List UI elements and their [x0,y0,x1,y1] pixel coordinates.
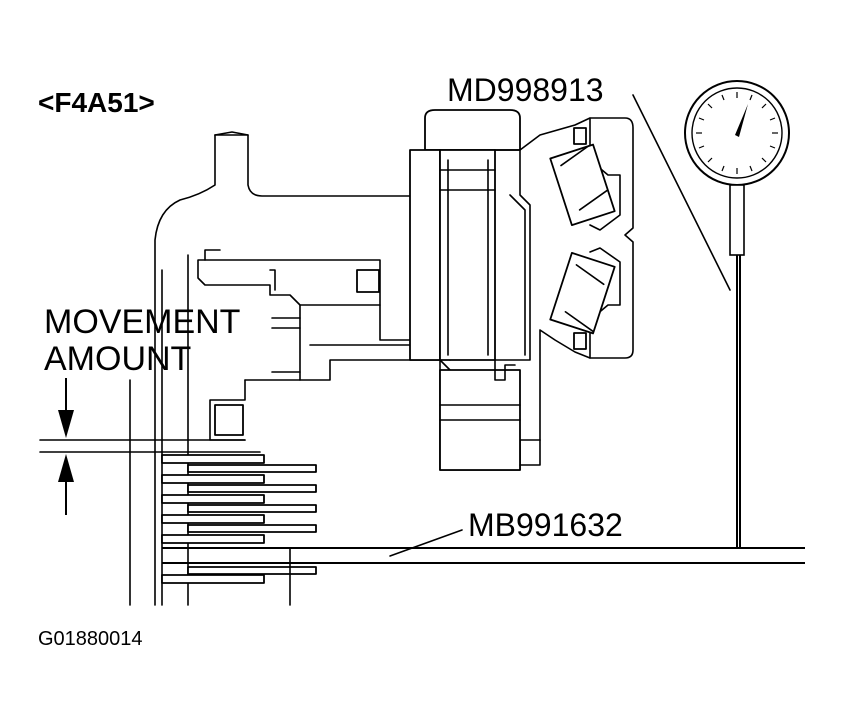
center-bolt [409,109,541,471]
straight-edge-bar [162,529,805,564]
figure-code: G01880014 [38,628,143,650]
tool-top-label: MD998913 [447,72,604,108]
arrow-up-icon [58,454,74,515]
movement-label-line1: MOVEMENT [44,303,240,341]
bearing-housing [519,117,634,466]
model-label: <F4A51> [38,87,155,118]
movement-label-line2: AMOUNT [44,340,191,378]
movement-measurement [39,378,261,515]
tool-top-leader [632,94,731,291]
clutch-plates [161,454,317,606]
dial-gauge-icon [684,80,790,548]
tool-bottom-label: MB991632 [468,507,623,543]
housing-outline [129,131,411,606]
arrow-down-icon [58,378,74,438]
